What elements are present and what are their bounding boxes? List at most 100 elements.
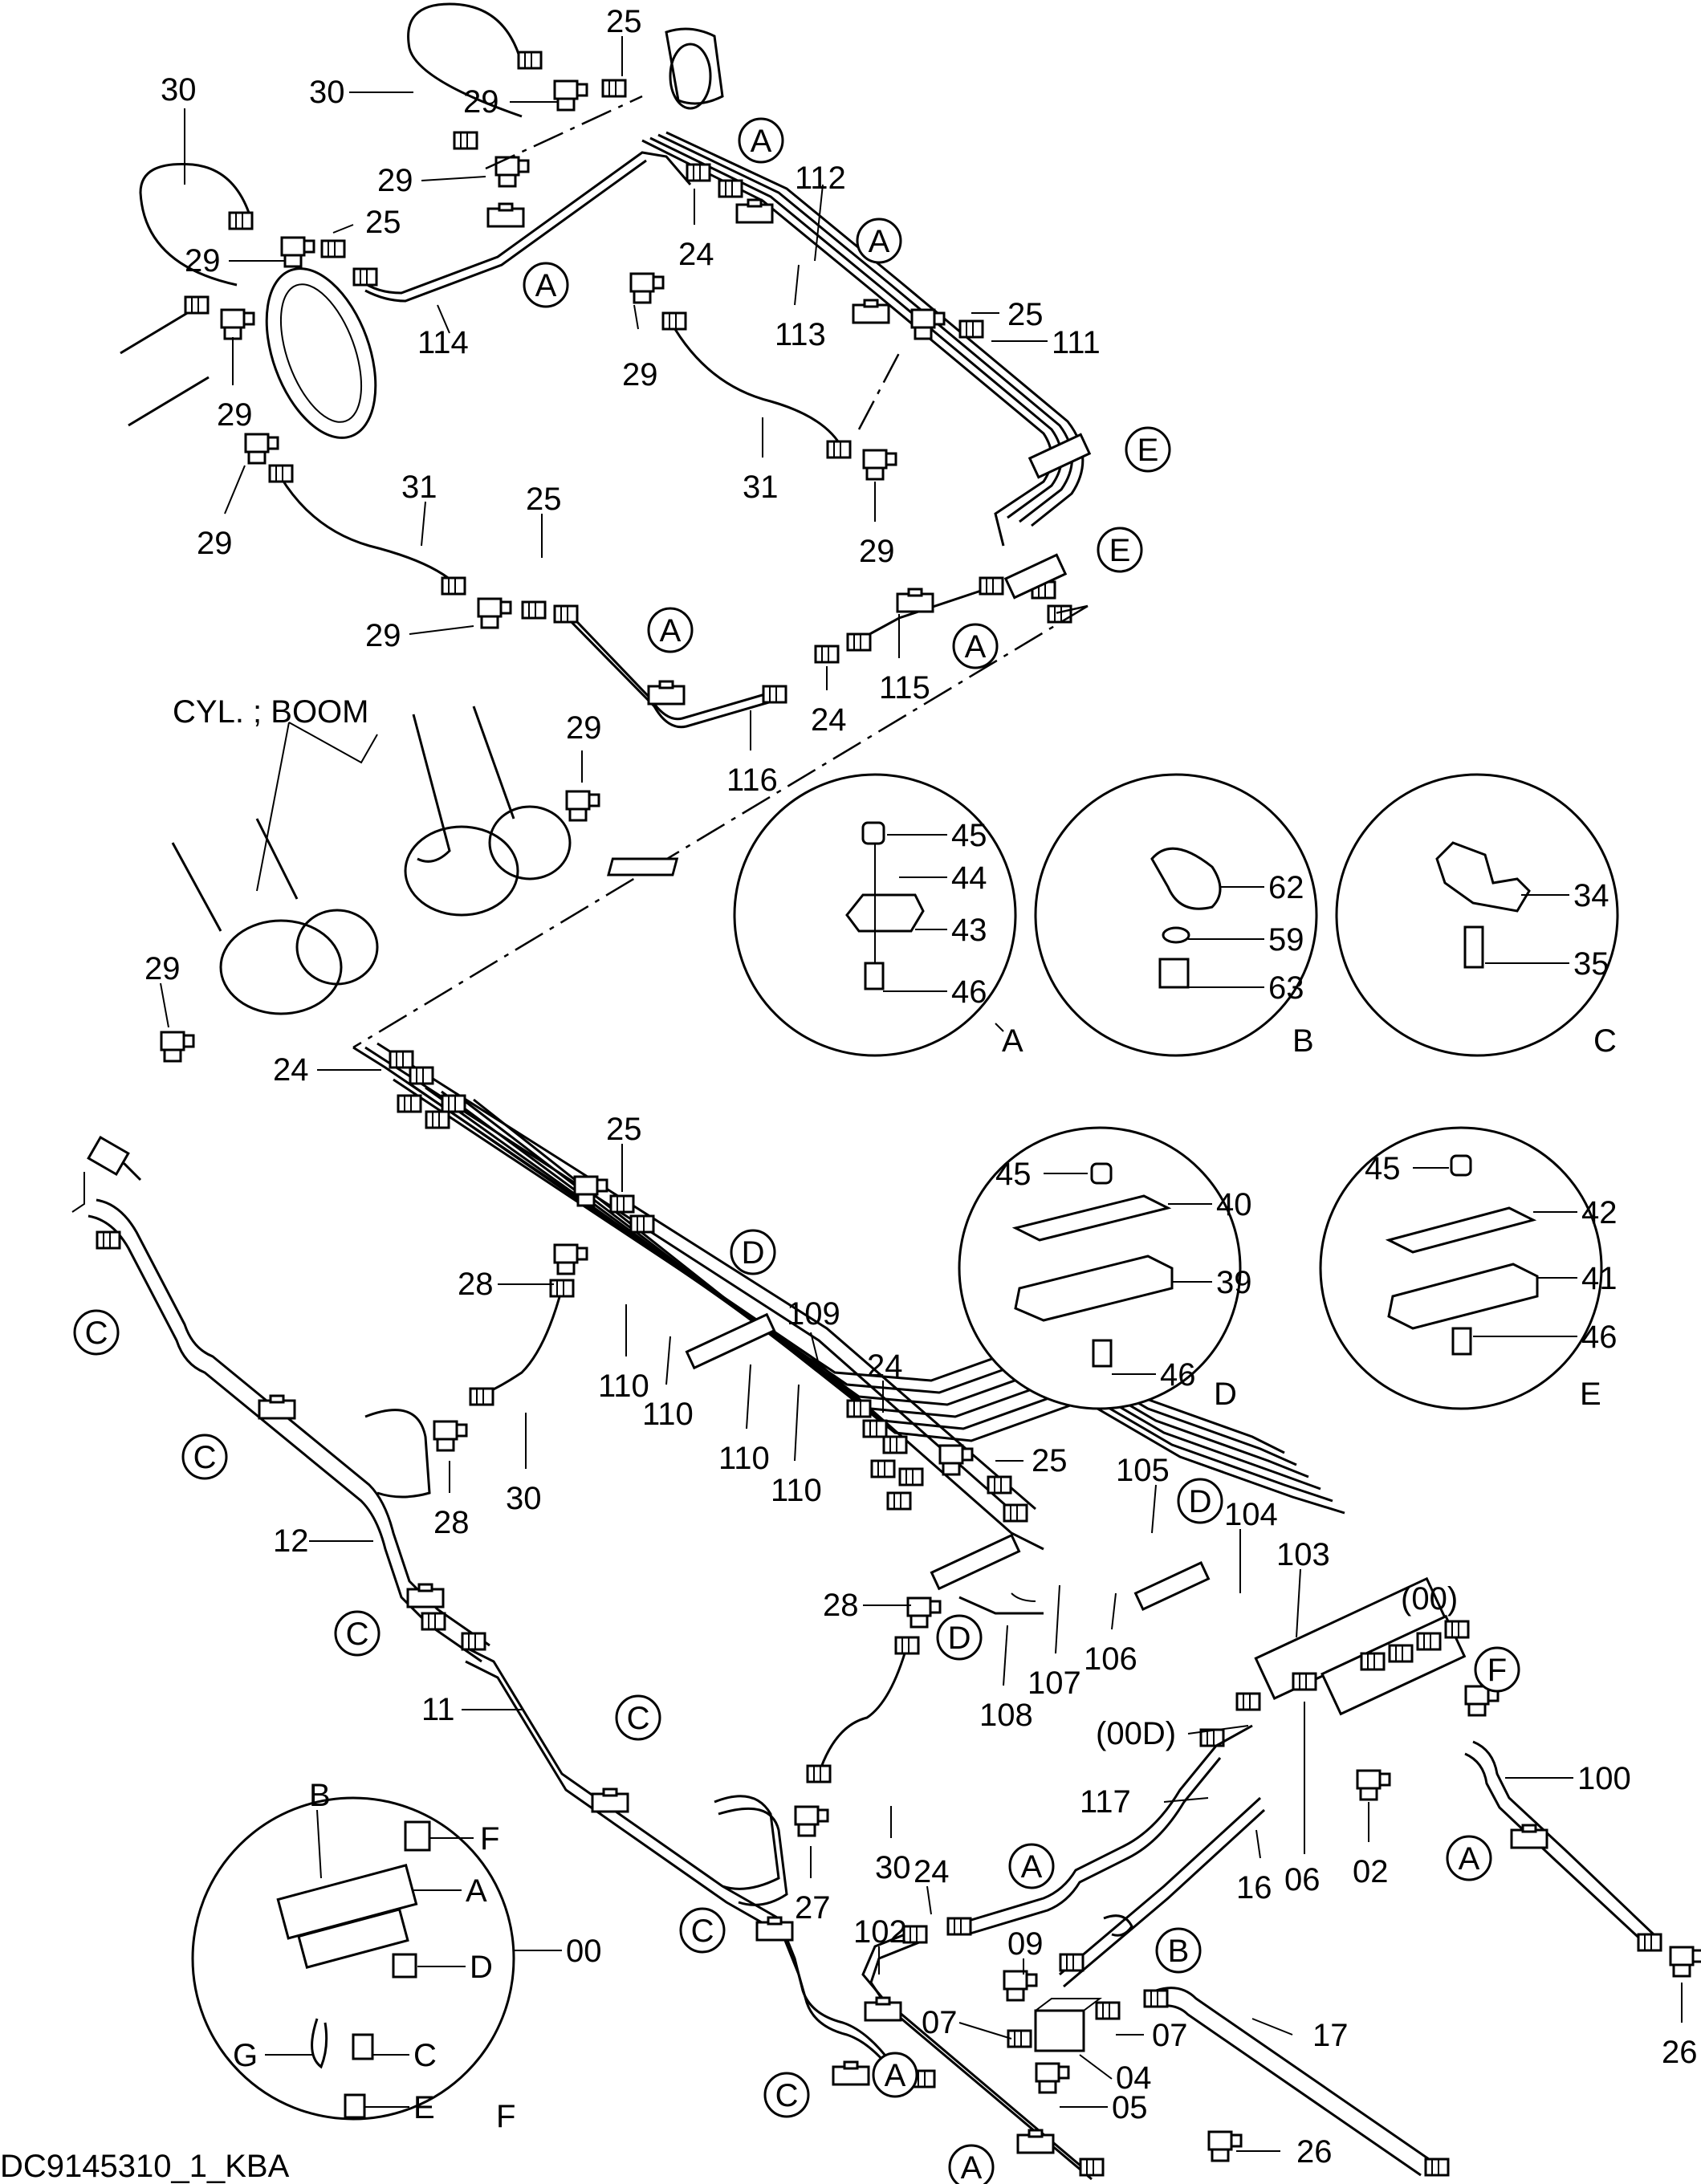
detail-F-part-F: F [480, 1821, 499, 1857]
detail-F-part-B: B [309, 1778, 331, 1813]
label-30: 30 [506, 1481, 542, 1516]
detail-caption-A: A [1002, 1023, 1023, 1059]
label-114: 114 [417, 325, 469, 360]
boom-cylinder-foot [160, 706, 600, 1063]
detail-caption-E: E [1580, 1377, 1601, 1412]
detail-captions: A B C D E F [496, 1023, 1617, 2134]
label-106: 106 [1084, 1641, 1137, 1677]
callout-E: E [1137, 433, 1159, 468]
detail-F-part-E: E [413, 2090, 435, 2125]
detail-part-labels: 45 44 43 46 62 59 63 34 35 45 40 39 46 4… [233, 818, 1618, 2125]
callout-C: C [193, 1440, 217, 1475]
label-24: 24 [811, 702, 847, 738]
label-29: 29 [217, 397, 253, 433]
label-26: 26 [1296, 2134, 1333, 2170]
label-115: 115 [879, 670, 930, 706]
cylinder-boom-label: CYL. ; BOOM [173, 694, 369, 730]
label-25: 25 [606, 1112, 642, 1147]
label-09: 09 [1007, 1926, 1044, 1962]
callout-C: C [85, 1316, 108, 1351]
callout-A: A [1021, 1849, 1043, 1885]
callout-B: B [1168, 1934, 1190, 1969]
label-24: 24 [914, 1854, 950, 1889]
arm-piping-bundle [352, 1042, 1500, 1906]
label-31: 31 [401, 470, 437, 505]
callout-A: A [961, 2150, 983, 2184]
label-110: 110 [718, 1441, 770, 1476]
label-29: 29 [144, 951, 181, 986]
left-arm-pipes [71, 1135, 936, 2088]
label-25: 25 [1032, 1443, 1068, 1478]
label-30: 30 [875, 1850, 911, 1885]
label-29: 29 [185, 243, 221, 279]
callout-A: A [751, 124, 772, 159]
callout-D: D [1189, 1484, 1212, 1519]
label-30: 30 [309, 75, 345, 110]
label-25: 25 [365, 205, 401, 240]
detail-D-part-39: 39 [1216, 1265, 1252, 1300]
detail-F-part-00: 00 [566, 1934, 602, 1969]
callout-E: E [1109, 533, 1131, 568]
label-108: 108 [979, 1698, 1033, 1733]
detail-A-part-45: 45 [951, 818, 987, 853]
detail-A-part-43: 43 [951, 913, 987, 948]
detail-view-B [1034, 773, 1318, 1057]
detail-caption-D: D [1214, 1377, 1237, 1412]
label-00d: (00D) [1096, 1716, 1176, 1751]
callout-A: A [660, 613, 682, 649]
detail-F-part-A: A [466, 1873, 487, 1909]
label-29: 29 [197, 526, 233, 561]
detail-E-part-46: 46 [1581, 1320, 1618, 1355]
callout-A: A [885, 2058, 906, 2093]
detail-F-part-C: C [413, 2038, 437, 2073]
label-105: 105 [1116, 1453, 1170, 1488]
label-24: 24 [273, 1052, 309, 1088]
diagram-caption: DC9145310_1_KBA [0, 2149, 290, 2184]
detail-caption-B: B [1292, 1023, 1314, 1059]
label-110: 110 [771, 1473, 822, 1508]
label-28: 28 [433, 1505, 470, 1540]
detail-E-part-41: 41 [1581, 1261, 1618, 1296]
label-24: 24 [867, 1348, 903, 1384]
detail-E-part-42: 42 [1581, 1195, 1618, 1230]
label-29: 29 [566, 710, 602, 746]
label-116: 116 [726, 763, 778, 798]
callout-A: A [1459, 1841, 1480, 1877]
detail-B-part-59: 59 [1268, 922, 1304, 958]
detail-caption-F: F [496, 2099, 515, 2134]
callout-bubbles: A A A E E A A D D D F C C C C C C A B A … [73, 117, 1520, 2184]
detail-D-part-45: 45 [995, 1157, 1032, 1192]
label-07: 07 [1152, 2018, 1188, 2053]
label-25: 25 [606, 4, 642, 39]
label-04: 04 [1116, 2060, 1152, 2096]
detail-C-part-34: 34 [1573, 878, 1609, 913]
label-11: 11 [421, 1692, 455, 1727]
label-05: 05 [1112, 2090, 1148, 2125]
label-117: 117 [1080, 1784, 1131, 1820]
label-24: 24 [678, 237, 714, 272]
label-28: 28 [458, 1267, 494, 1302]
label-30: 30 [161, 72, 197, 108]
label-104: 104 [1224, 1497, 1278, 1532]
label-109: 109 [787, 1296, 840, 1332]
label-111: 111 [1052, 325, 1101, 360]
label-25: 25 [1007, 297, 1044, 332]
callout-F: F [1487, 1653, 1507, 1688]
label-06: 06 [1284, 1862, 1321, 1897]
detail-A-part-46: 46 [951, 974, 987, 1010]
detail-view-F [191, 1796, 515, 2121]
detail-D-part-46: 46 [1160, 1357, 1196, 1393]
label-28: 28 [823, 1588, 859, 1623]
label-29: 29 [859, 534, 895, 569]
label-107: 107 [1028, 1665, 1081, 1701]
label-26: 26 [1662, 2035, 1698, 2070]
label-02: 02 [1353, 1854, 1389, 1889]
callout-D: D [948, 1621, 971, 1656]
detail-E-part-45: 45 [1365, 1151, 1401, 1186]
label-110: 110 [598, 1369, 649, 1404]
label-113: 113 [775, 317, 826, 352]
label-27: 27 [795, 1890, 831, 1926]
callout-C: C [691, 1914, 714, 1949]
label-100: 100 [1577, 1761, 1631, 1796]
